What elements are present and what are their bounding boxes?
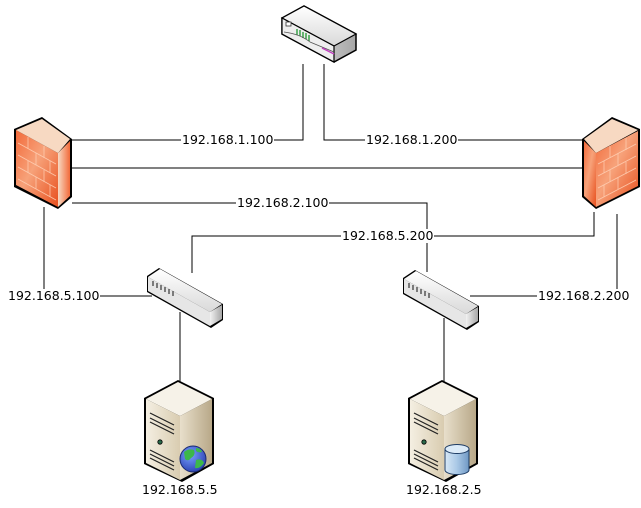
switch-ports bbox=[408, 283, 430, 298]
link-router-fw-right bbox=[323, 64, 584, 141]
label-fw-right-switch-right: 192.168.2.200 bbox=[537, 288, 631, 303]
router-icon[interactable] bbox=[280, 5, 358, 64]
firewall-left-icon[interactable] bbox=[14, 117, 72, 209]
link-fw-left-router bbox=[72, 64, 304, 141]
link-fw-right-switch-right bbox=[470, 214, 618, 297]
database-icon bbox=[444, 444, 470, 475]
label-fw-left-switch-right: 192.168.2.100 bbox=[236, 195, 330, 210]
switch-right-icon[interactable] bbox=[403, 270, 479, 330]
label-fw-right-switch-left: 192.168.5.200 bbox=[341, 228, 435, 243]
switch-ports bbox=[152, 281, 174, 296]
label-router-fw-right: 192.168.1.200 bbox=[365, 132, 459, 147]
router-leds bbox=[296, 29, 310, 41]
web-server-icon[interactable] bbox=[144, 380, 214, 482]
link-fw-left-switch-left bbox=[43, 207, 152, 297]
firewall-right-icon[interactable] bbox=[582, 117, 640, 209]
label-fw-left-switch-left: 192.168.5.100 bbox=[7, 288, 101, 303]
label-db-server: 192.168.2.5 bbox=[405, 482, 483, 497]
database-server-icon[interactable] bbox=[408, 380, 478, 482]
switch-left-icon[interactable] bbox=[147, 268, 223, 328]
globe-icon bbox=[179, 445, 207, 473]
label-web-server: 192.168.5.5 bbox=[141, 482, 219, 497]
connections bbox=[43, 64, 618, 382]
link-fw-left-switch-right bbox=[72, 202, 428, 272]
label-fw-left-router: 192.168.1.100 bbox=[181, 132, 275, 147]
